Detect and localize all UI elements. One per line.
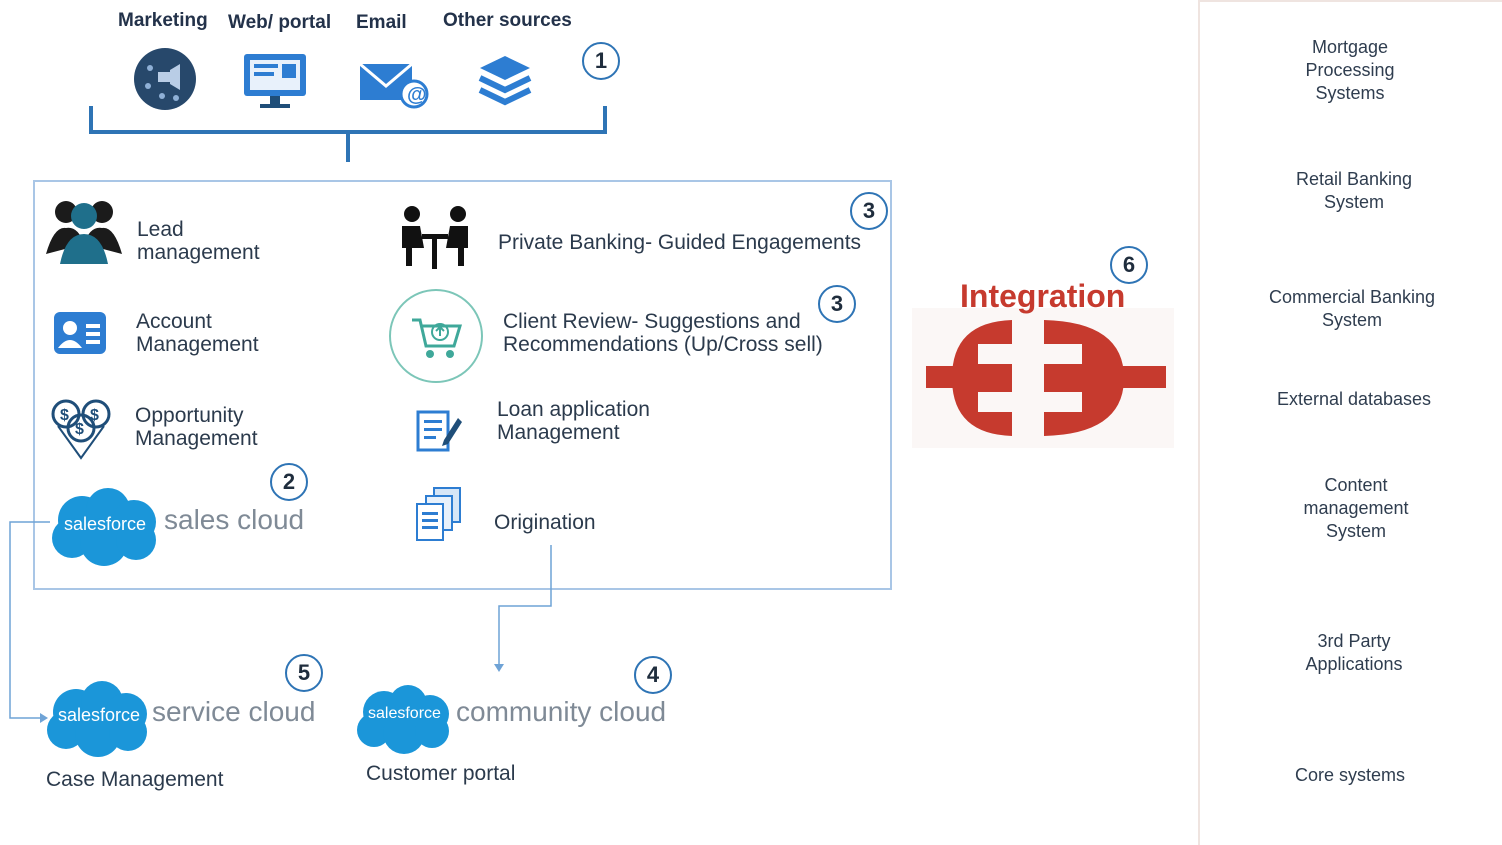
- customer-portal-label: Customer portal: [366, 762, 516, 785]
- source-label-marketing: Marketing: [118, 10, 208, 31]
- cart-upsell-icon: [389, 289, 483, 383]
- system-external-databases: External databases: [1276, 389, 1432, 409]
- integration-title: Integration: [960, 278, 1126, 314]
- web-portal-icon: [244, 54, 306, 108]
- opportunity-management-label: Opportunity Management: [135, 404, 258, 450]
- lead-management-label: Lead management: [137, 218, 260, 264]
- step-marker-1: 1: [582, 42, 620, 80]
- source-label-web-portal: Web/ portal: [228, 12, 332, 33]
- origination-label: Origination: [494, 511, 596, 534]
- origination-documents-icon: [416, 487, 461, 541]
- salesforce-cloud-icon: [47, 681, 147, 757]
- source-label-other-sources: Other sources: [443, 10, 572, 31]
- backend-systems-panel: [1198, 0, 1502, 845]
- sales-cloud-module-box: [33, 180, 892, 590]
- svg-text:$: $: [90, 407, 99, 424]
- salesforce-cloud-icon: [52, 488, 156, 566]
- step-marker-3-client: 3: [818, 285, 856, 323]
- opportunity-money-icon: $ $ $: [51, 399, 111, 460]
- layers-icon: [478, 56, 532, 106]
- salesforce-cloud-icon: [357, 685, 449, 754]
- account-management-label: Account Management: [136, 310, 259, 356]
- svg-text:$: $: [75, 421, 84, 438]
- salesforce-wordmark: salesforce: [58, 705, 141, 725]
- system-third-party-applications: 3rd Party Applications: [1305, 631, 1403, 674]
- integration-plug-icon: [912, 308, 1174, 448]
- client-review-label: Client Review- Suggestions and Recommend…: [503, 310, 823, 356]
- lead-team-icon: [46, 201, 122, 264]
- sales-cloud-product: sales cloud: [164, 504, 305, 535]
- service-cloud-product: service cloud: [152, 696, 316, 727]
- step-marker-5: 5: [285, 654, 323, 692]
- sales-cloud-logo: salesforce sales cloud: [48, 484, 304, 568]
- system-retail-banking: Retail Banking System: [1295, 169, 1413, 212]
- svg-text:$: $: [60, 407, 69, 424]
- system-content-management: Content management System: [1303, 475, 1409, 541]
- system-commercial-banking: Commercial Banking System: [1268, 287, 1436, 330]
- case-management-label: Case Management: [46, 768, 224, 791]
- private-banking-label: Private Banking- Guided Engagements: [498, 231, 862, 254]
- community-cloud-product: community cloud: [456, 696, 667, 727]
- system-core-systems: Core systems: [1294, 765, 1406, 785]
- service-cloud-logo: salesforce service cloud: [44, 676, 316, 760]
- account-card-icon: [54, 312, 106, 354]
- loan-application-label: Loan application Management: [497, 398, 650, 444]
- step-marker-6: 6: [1110, 246, 1148, 284]
- sources-bracket: [89, 106, 607, 162]
- community-cloud-logo: salesforce community cloud: [354, 680, 666, 760]
- source-label-email: Email: [356, 12, 407, 33]
- loan-document-icon: [416, 410, 462, 452]
- salesforce-wordmark: salesforce: [368, 705, 441, 722]
- meeting-icon: [402, 206, 468, 269]
- step-marker-3-private: 3: [850, 192, 888, 230]
- svg-text:@: @: [407, 84, 427, 106]
- email-icon: @: [359, 62, 429, 109]
- step-marker-4: 4: [634, 656, 672, 694]
- step-marker-2: 2: [270, 463, 308, 501]
- system-mortgage-processing: Mortgage Processing Systems: [1305, 37, 1395, 103]
- salesforce-wordmark: salesforce: [64, 514, 147, 534]
- marketing-icon: [134, 48, 196, 110]
